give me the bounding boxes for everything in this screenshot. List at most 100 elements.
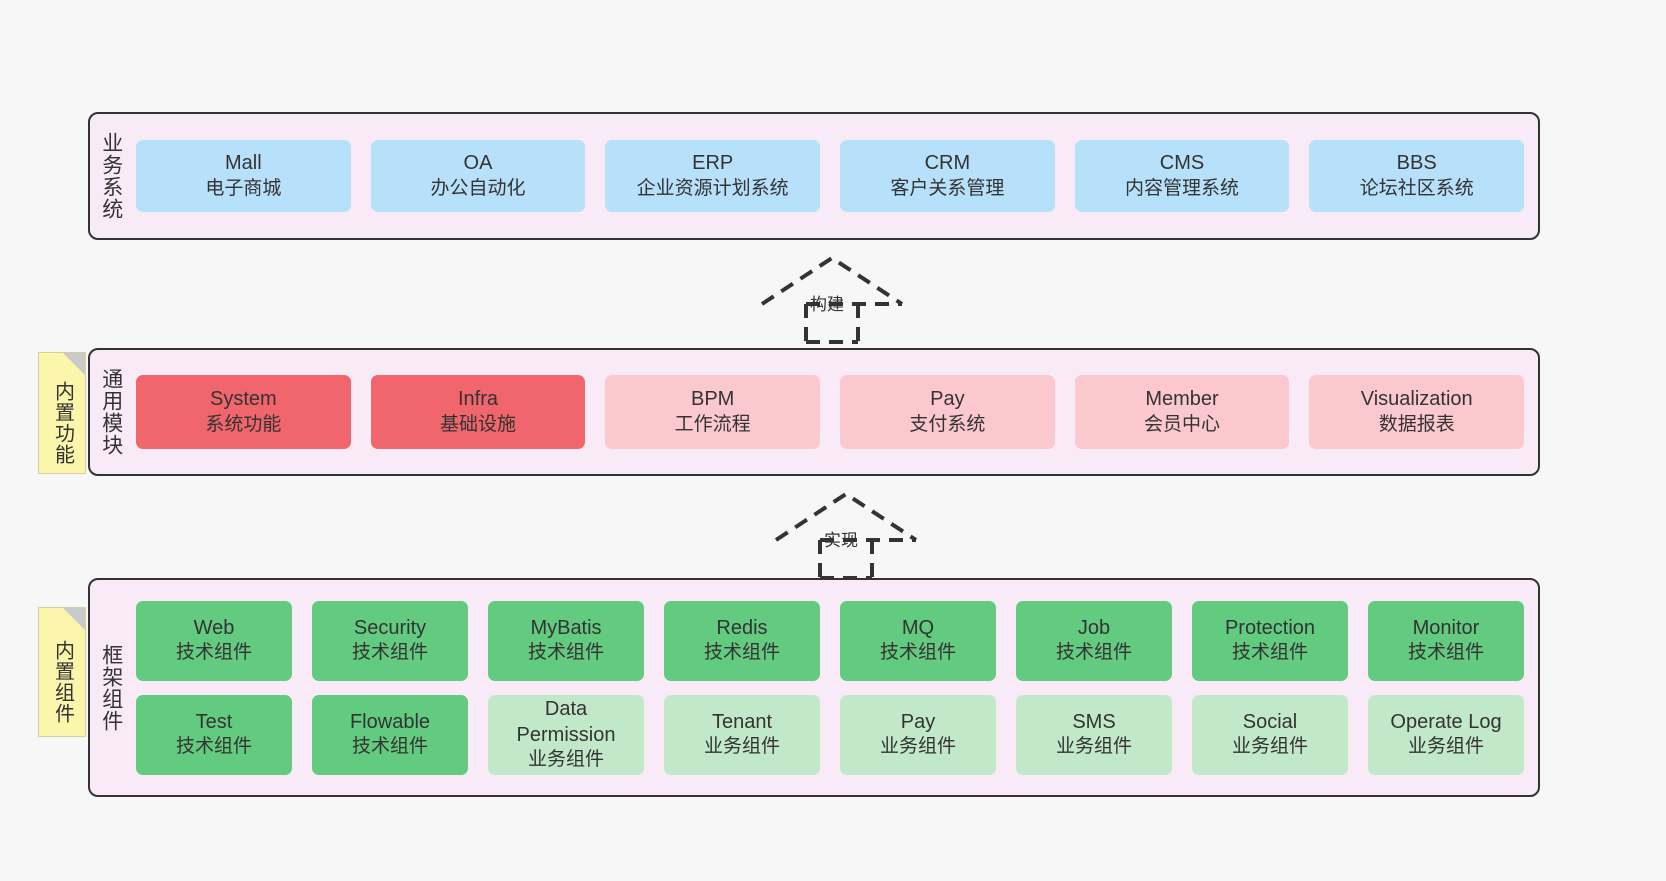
card-infra[interactable]: Infra 基础设施 bbox=[370, 375, 586, 449]
card-subtitle: 电子商城 bbox=[205, 177, 282, 199]
card-web[interactable]: Web 技术组件 bbox=[136, 600, 292, 681]
card-subtitle: 业务组件 bbox=[703, 736, 780, 758]
card-data-permission[interactable]: Data Permission 业务组件 bbox=[488, 694, 644, 775]
card-title: Visualization bbox=[1360, 388, 1473, 411]
card-subtitle: 支付系统 bbox=[909, 413, 986, 435]
card-title: Web bbox=[193, 616, 235, 639]
card-title: SMS bbox=[1072, 710, 1116, 733]
card-row: Mall 电子商城 OA 办公自动化 ERP 企业资源计划系统 CRM 客户关系… bbox=[136, 140, 1525, 212]
card-bpm[interactable]: BPM 工作流程 bbox=[605, 375, 821, 449]
card-title: Monitor bbox=[1412, 616, 1480, 639]
card-mq[interactable]: MQ 技术组件 bbox=[840, 600, 996, 681]
card-subtitle: 技术组件 bbox=[1407, 642, 1484, 664]
card-operate-log[interactable]: Operate Log 业务组件 bbox=[1368, 694, 1524, 775]
card-job[interactable]: Job 技术组件 bbox=[1016, 600, 1172, 681]
card-erp[interactable]: ERP 企业资源计划系统 bbox=[605, 140, 821, 212]
card-row: System 系统功能 Infra 基础设施 BPM 工作流程 Pay 支付系统… bbox=[136, 375, 1525, 449]
arrow-label-build: 构建 bbox=[810, 295, 844, 314]
layer-title-common-modules: 通用模块 bbox=[99, 368, 123, 456]
card-title: Security bbox=[353, 616, 427, 639]
card-title: Redis bbox=[716, 616, 768, 639]
card-test[interactable]: Test 技术组件 bbox=[136, 694, 292, 775]
card-title: Flowable bbox=[349, 710, 431, 733]
card-title: Infra bbox=[457, 388, 499, 411]
card-title: Data Permission bbox=[516, 698, 616, 746]
card-subtitle: 业务组件 bbox=[1231, 736, 1308, 758]
card-title: Job bbox=[1077, 616, 1111, 639]
card-pay-component[interactable]: Pay 业务组件 bbox=[840, 694, 996, 775]
arrow-label-implement: 实现 bbox=[824, 531, 858, 550]
card-cms[interactable]: CMS 内容管理系统 bbox=[1074, 140, 1290, 212]
sticky-note-label: 内置组件 bbox=[51, 640, 74, 724]
card-security[interactable]: Security 技术组件 bbox=[312, 600, 468, 681]
page-fold-icon bbox=[63, 353, 85, 375]
card-subtitle: 业务组件 bbox=[527, 748, 604, 770]
card-title: Test bbox=[195, 710, 233, 733]
card-subtitle: 客户关系管理 bbox=[890, 177, 1005, 199]
card-subtitle: 技术组件 bbox=[703, 642, 780, 664]
card-member[interactable]: Member 会员中心 bbox=[1074, 375, 1290, 449]
card-subtitle: 技术组件 bbox=[1231, 642, 1308, 664]
card-title: MyBatis bbox=[530, 616, 602, 639]
card-title: Operate Log bbox=[1390, 710, 1502, 733]
card-system[interactable]: System 系统功能 bbox=[136, 375, 351, 449]
card-subtitle: 技术组件 bbox=[351, 736, 428, 758]
sticky-note-label: 内置功能 bbox=[51, 381, 74, 465]
card-row: Test 技术组件 Flowable 技术组件 Data Permission … bbox=[136, 694, 1524, 775]
page-fold-icon bbox=[63, 608, 85, 630]
card-monitor[interactable]: Monitor 技术组件 bbox=[1368, 600, 1524, 681]
card-title: Tenant bbox=[711, 710, 773, 733]
layer-body-framework-components: Web 技术组件 Security 技术组件 MyBatis 技术组件 Redi… bbox=[132, 580, 1538, 795]
card-mybatis[interactable]: MyBatis 技术组件 bbox=[488, 600, 644, 681]
card-subtitle: 技术组件 bbox=[175, 736, 252, 758]
card-tenant[interactable]: Tenant 业务组件 bbox=[664, 694, 820, 775]
card-title: Member bbox=[1145, 388, 1219, 411]
card-oa[interactable]: OA 办公自动化 bbox=[370, 140, 586, 212]
card-subtitle: 业务组件 bbox=[1055, 736, 1132, 758]
card-title: OA bbox=[463, 152, 493, 175]
card-subtitle: 内容管理系统 bbox=[1125, 177, 1240, 199]
dashed-hollow-arrow-icon bbox=[760, 255, 904, 344]
card-title: CMS bbox=[1159, 152, 1205, 175]
card-subtitle: 企业资源计划系统 bbox=[636, 177, 789, 199]
card-mall[interactable]: Mall 电子商城 bbox=[136, 140, 351, 212]
generalization-arrow-implement: 实现 bbox=[766, 488, 926, 580]
card-subtitle: 办公自动化 bbox=[430, 177, 526, 199]
card-title: Mall bbox=[225, 152, 262, 175]
generalization-arrow-build: 构建 bbox=[752, 252, 912, 344]
card-title: BPM bbox=[691, 388, 735, 411]
card-title: MQ bbox=[901, 616, 935, 639]
card-flowable[interactable]: Flowable 技术组件 bbox=[312, 694, 468, 775]
card-subtitle: 技术组件 bbox=[175, 642, 252, 664]
card-redis[interactable]: Redis 技术组件 bbox=[664, 600, 820, 681]
layer-business-systems: 业务系统 Mall 电子商城 OA 办公自动化 ERP 企业资源计划系统 CRM… bbox=[88, 112, 1540, 240]
card-title: Pay bbox=[900, 710, 936, 733]
card-title: ERP bbox=[692, 152, 734, 175]
layer-framework-components: 框架组件 Web 技术组件 Security 技术组件 MyBatis 技术组件… bbox=[88, 578, 1540, 797]
card-subtitle: 会员中心 bbox=[1144, 413, 1221, 435]
card-protection[interactable]: Protection 技术组件 bbox=[1192, 600, 1348, 681]
card-title: Protection bbox=[1224, 616, 1316, 639]
layer-body-common-modules: System 系统功能 Infra 基础设施 BPM 工作流程 Pay 支付系统… bbox=[132, 350, 1538, 474]
card-pay[interactable]: Pay 支付系统 bbox=[840, 375, 1055, 449]
card-title: CRM bbox=[924, 152, 971, 175]
card-social[interactable]: Social 业务组件 bbox=[1192, 694, 1348, 775]
card-subtitle: 业务组件 bbox=[879, 736, 956, 758]
layer-body-business-systems: Mall 电子商城 OA 办公自动化 ERP 企业资源计划系统 CRM 客户关系… bbox=[132, 114, 1538, 238]
card-subtitle: 技术组件 bbox=[527, 642, 604, 664]
card-subtitle: 基础设施 bbox=[440, 413, 517, 435]
card-title: BBS bbox=[1396, 152, 1437, 175]
card-title: Pay bbox=[930, 388, 965, 411]
card-subtitle: 技术组件 bbox=[1055, 642, 1132, 664]
layer-common-modules: 通用模块 System 系统功能 Infra 基础设施 BPM 工作流程 Pay… bbox=[88, 348, 1540, 476]
card-subtitle: 数据报表 bbox=[1378, 413, 1455, 435]
card-subtitle: 技术组件 bbox=[879, 642, 956, 664]
sticky-note-builtin-components: 内置组件 bbox=[38, 607, 86, 737]
card-visualization[interactable]: Visualization 数据报表 bbox=[1309, 375, 1525, 449]
sticky-note-builtin-features: 内置功能 bbox=[38, 352, 86, 474]
card-bbs[interactable]: BBS 论坛社区系统 bbox=[1309, 140, 1525, 212]
card-subtitle: 技术组件 bbox=[351, 642, 428, 664]
card-crm[interactable]: CRM 客户关系管理 bbox=[840, 140, 1055, 212]
card-sms[interactable]: SMS 业务组件 bbox=[1016, 694, 1172, 775]
